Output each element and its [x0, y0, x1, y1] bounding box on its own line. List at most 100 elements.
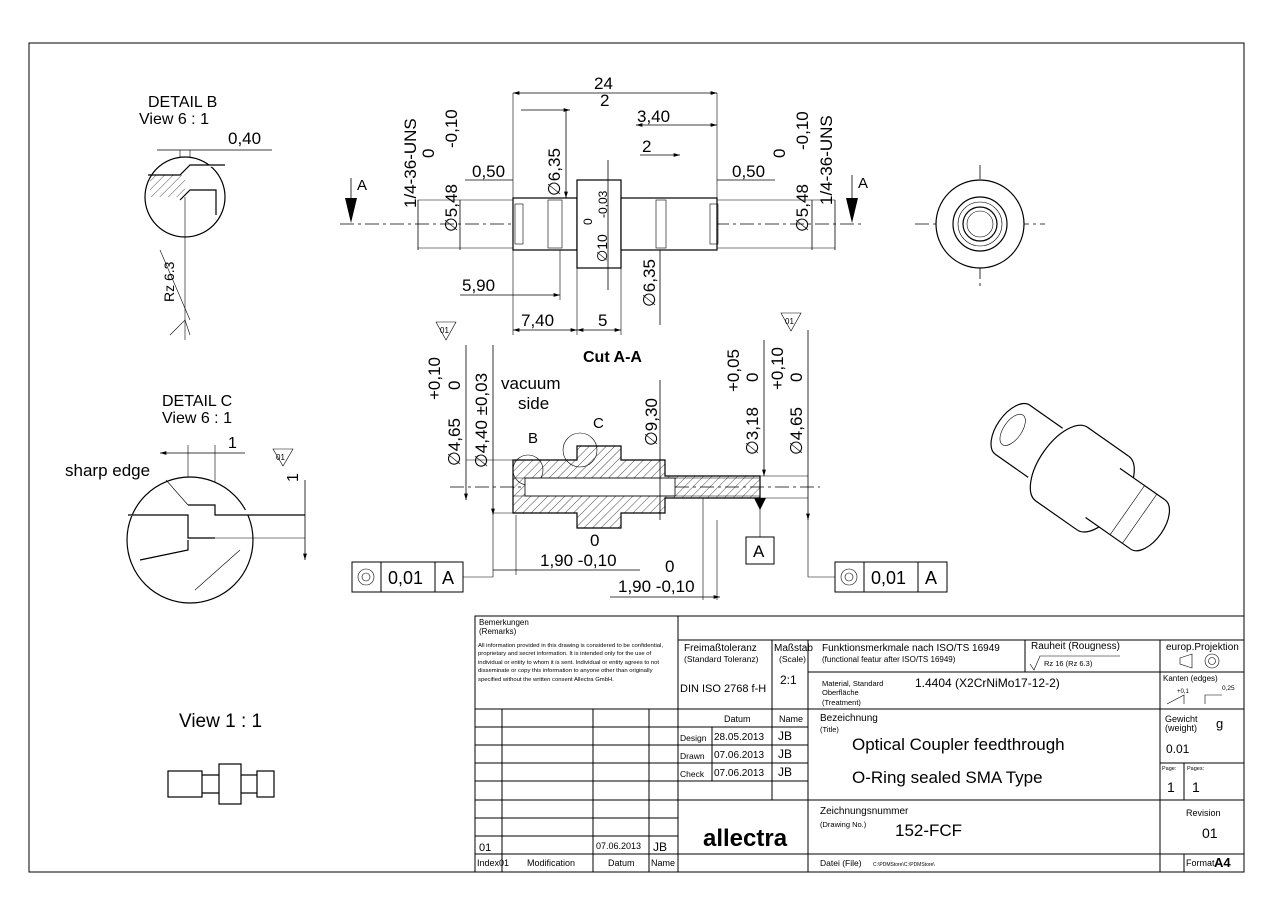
- fcf-left-tol: 0,01: [388, 568, 423, 588]
- check-label: Check: [680, 769, 705, 779]
- tol-label-en: (Standard Toleranz): [684, 654, 759, 664]
- main-view: A A 24 2 3,40 2 0,50 0,50 ∅6,35 0 -0,03 …: [340, 74, 868, 335]
- surf-right: 01: [785, 317, 794, 326]
- revision-value: 01: [1202, 825, 1218, 841]
- datum-col2: Datum: [608, 858, 635, 868]
- dim-050-left: 0,50: [472, 162, 505, 181]
- dim-left-thread: 1/4-36-UNS: [401, 118, 420, 208]
- material-label: Material, Standard: [822, 679, 883, 688]
- dim-190a-tol0: 0: [590, 531, 599, 550]
- section-view: Cut A-A vacuum side B C +0,10 0 ∅4,65 ∅4…: [351, 312, 948, 600]
- detail-b-roughness: Rz 6.3: [161, 261, 177, 302]
- view-1-1-title: View 1 : 1: [179, 711, 262, 732]
- dim-phi465-left-tol: +0,10: [425, 357, 444, 400]
- detail-c-dim-width: 1: [228, 435, 237, 452]
- dim-phi318-tol: +0,05: [724, 349, 743, 392]
- detail-c-note: sharp edge: [65, 461, 150, 480]
- title-line1: Optical Coupler feedthrough: [852, 735, 1065, 754]
- dim-two-right: 2: [642, 137, 651, 156]
- weight-label-en: (weight): [1165, 723, 1197, 733]
- weight-label: Gewicht: [1165, 714, 1198, 724]
- detail-b-view: DETAIL B View 6 : 1 0,40 Rz 6.3: [139, 94, 272, 340]
- dim-right-thread: 1/4-36-UNS: [817, 115, 836, 205]
- title-block: Bemerkungen (Remarks) All information pr…: [474, 615, 1245, 873]
- detail-c-surface-sym: 01: [276, 453, 285, 462]
- modification-col: Modification: [527, 858, 575, 868]
- dim-050-right: 0,50: [732, 162, 765, 181]
- cut-label: Cut A-A: [583, 349, 642, 366]
- remarks-text: All information provided in this drawing…: [478, 643, 664, 683]
- check-date: 07.06.2013: [714, 768, 764, 779]
- dim-phi635-bottom: ∅6,35: [640, 259, 659, 307]
- drawn-name: JB: [778, 747, 792, 761]
- section-mark-left: A: [357, 177, 367, 194]
- view-1-1: View 1 : 1: [167, 711, 275, 805]
- name-col2: Name: [651, 858, 675, 868]
- proj-label: europ.Projektion: [1166, 642, 1239, 653]
- dim-phi465-right-tol0: 0: [787, 373, 806, 382]
- dim-phi10-tol: 0: [581, 218, 595, 225]
- dim-190b: 1,90 -0,10: [618, 577, 695, 596]
- fcf-right-tol: 0,01: [871, 568, 906, 588]
- dim-phi465-right-tol: +0,10: [768, 347, 787, 390]
- dim-590: 5,90: [462, 276, 495, 295]
- detail-b-dim: 0,40: [228, 129, 261, 148]
- func-label-en: (functional featur after ISO/TS 16949): [822, 655, 956, 664]
- tol-value: DIN ISO 2768 f-H: [680, 683, 766, 695]
- weight-unit: g: [1216, 716, 1223, 731]
- drawing-no-label-en: (Drawing No.): [820, 820, 867, 829]
- title-label-en: (Title): [820, 725, 839, 734]
- fcf-right-datum: A: [925, 568, 937, 588]
- dim-phi930: ∅9,30: [642, 398, 661, 446]
- dim-left-tol0: 0: [419, 149, 438, 158]
- pages-value: 1: [1192, 779, 1200, 795]
- end-view: [915, 165, 1045, 290]
- detail-c-view: DETAIL C View 6 : 1 sharp edge 1 1 01: [65, 393, 307, 604]
- rev-index: 01: [479, 842, 491, 854]
- dim-phi465-left: ∅4,65: [445, 418, 464, 466]
- dim-two-left: 2: [600, 91, 609, 110]
- dim-190a: 1,90 -0,10: [540, 551, 617, 570]
- surf-left: 01: [440, 326, 449, 335]
- detail-c-title: DETAIL C: [162, 393, 232, 410]
- design-date: 28.05.2013: [714, 732, 764, 743]
- dim-right-tol: -0,10: [793, 111, 812, 150]
- dim-phi465-left-tol0: 0: [445, 381, 464, 390]
- company-logo: allectra: [703, 825, 788, 852]
- dim-phi635-top: ∅6,35: [545, 148, 564, 196]
- dim-phi318-tol0: 0: [743, 373, 762, 382]
- rev-name: JB: [653, 840, 667, 854]
- edges-val2: 0,25: [1222, 685, 1235, 692]
- dim-phi465-right: ∅4,65: [787, 407, 806, 455]
- remarks-label-en: (Remarks): [479, 627, 517, 636]
- rough-value: Rz 16 (Rz 6.3): [1044, 659, 1093, 668]
- format-label: Format: [1186, 858, 1215, 868]
- detail-b-title: DETAIL B: [148, 94, 217, 111]
- detail-c-scale: View 6 : 1: [162, 410, 232, 427]
- detail-mark-c: C: [593, 415, 604, 432]
- dim-190b-tol0: 0: [665, 557, 674, 576]
- scale-value: 2:1: [780, 673, 797, 687]
- design-name: JB: [778, 729, 792, 743]
- dim-right-tol0: 0: [770, 149, 789, 158]
- datum-a: A: [753, 542, 765, 561]
- scale-label-en: (Scale): [779, 654, 806, 664]
- revision-label: Revision: [1186, 808, 1221, 818]
- drawing-no-label: Zeichnungsnummer: [820, 806, 909, 817]
- drawn-date: 07.06.2013: [714, 750, 764, 761]
- title-line2: O-Ring sealed SMA Type: [852, 768, 1043, 787]
- dim-right-phi548: ∅5,48: [793, 184, 812, 232]
- fcf-left-datum: A: [442, 568, 454, 588]
- vacuum-line2: side: [518, 394, 549, 413]
- title-label: Bezeichnung: [820, 713, 878, 724]
- tol-label: Freimaßtoleranz: [684, 643, 757, 654]
- file-value: C:\PDMStore\C:\PDMStore\: [873, 862, 935, 868]
- dim-740: 7,40: [521, 311, 554, 330]
- detail-c-dim-height: 1: [285, 473, 302, 482]
- isometric-view: [990, 403, 1171, 552]
- rev-date: 07.06.2013: [596, 841, 641, 851]
- design-label: Design: [680, 733, 707, 743]
- dim-left-tol: -0,10: [442, 109, 461, 148]
- dim-phi318: ∅3,18: [743, 407, 762, 455]
- remarks-label: Bemerkungen: [479, 618, 529, 627]
